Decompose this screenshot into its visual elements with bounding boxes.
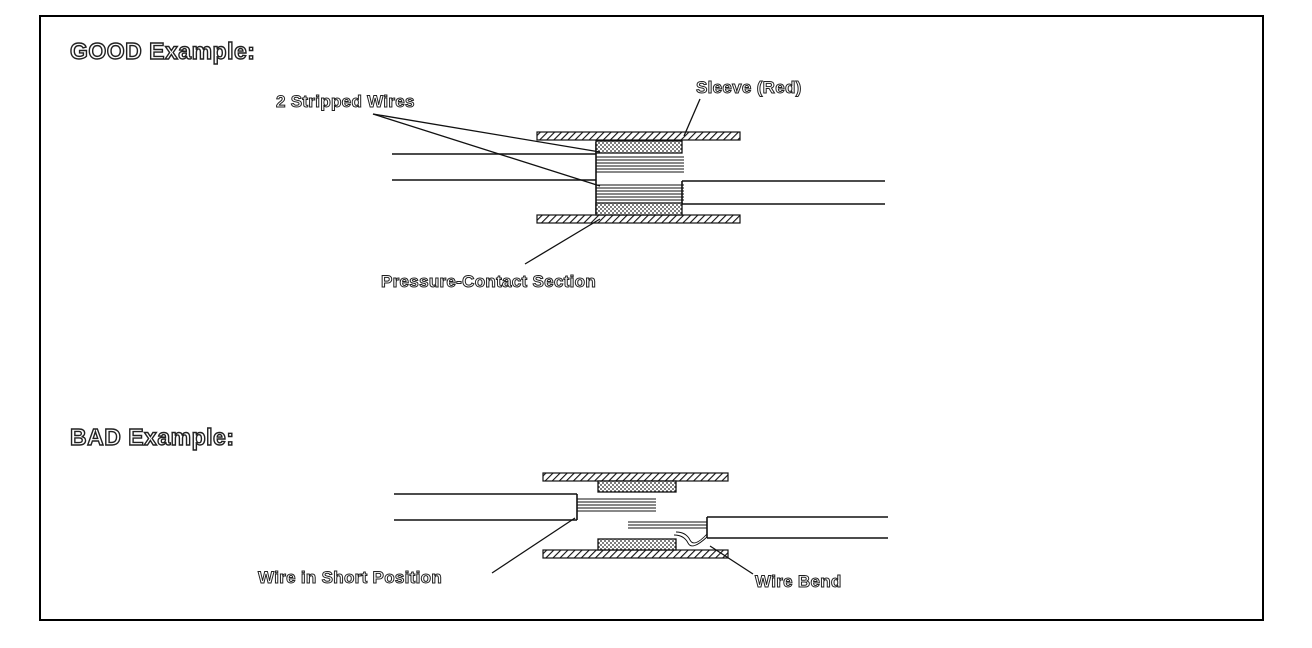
good-right-wire [681,180,885,205]
bad-left-wire [394,493,578,521]
bad-contact-bottom [597,538,677,551]
bad-right-wire [706,516,888,539]
bad-example-drawing [394,472,888,575]
good-sleeve-top [536,131,741,141]
good-contact-bottom [595,202,683,216]
diagram-frame [39,15,1264,621]
sleeve-label: Sleeve (Red) [696,78,802,98]
bad-contact-top [597,480,677,493]
stripped-wires-label: 2 Stripped Wires [276,92,415,112]
wire-bend-label: Wire Bend [755,572,842,592]
pressure-contact-label: Pressure-Contact Section [380,272,597,292]
bad-right-conductors [628,521,708,547]
bad-leaders [491,517,754,575]
bad-left-conductors [577,498,656,512]
bad-sleeve-bottom [542,549,729,559]
good-left-wire [392,153,596,181]
good-contact-top [595,140,683,154]
short-position-label: Wire in Short Position [257,568,443,588]
bad-example-heading: BAD Example: [69,423,235,450]
good-example-heading: GOOD Example: [69,37,256,64]
good-example-drawing [372,98,885,265]
bad-sleeve-top [542,472,729,482]
good-leaders [372,98,701,265]
good-sleeve-bottom [536,214,741,224]
good-stripped-conductors [596,156,684,201]
